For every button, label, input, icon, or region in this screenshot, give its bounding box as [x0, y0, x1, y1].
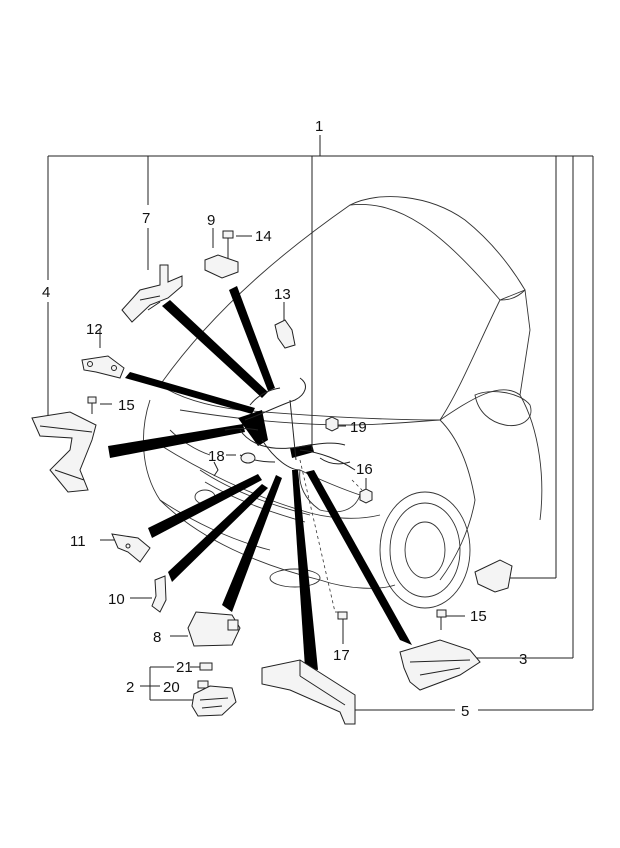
- part-10-bracket: [151, 575, 167, 613]
- part-17-bolt: [337, 611, 348, 630]
- callout-15a: 15: [118, 397, 135, 414]
- callout-labels: 1 4 7 9 14 13 12 15 19 18 16 11 10 15 8 …: [42, 118, 527, 720]
- part-9-clip: [204, 230, 239, 279]
- pointer-7: [162, 300, 268, 398]
- part-3-bracket: [399, 639, 481, 691]
- part-21-clip: [199, 662, 213, 671]
- callout-2: 2: [126, 679, 134, 696]
- pointer-3: [306, 470, 412, 645]
- part-6-bracket: [474, 559, 513, 593]
- callout-13: 13: [274, 286, 291, 303]
- pointer-12: [125, 372, 255, 414]
- callout-15b: 15: [470, 608, 487, 625]
- callout-1: 1: [315, 118, 323, 135]
- pointer-4: [108, 424, 245, 458]
- callout-18: 18: [208, 448, 225, 465]
- part-2-relay-box: [191, 685, 237, 717]
- part-15b-bolt: [436, 609, 447, 630]
- pointer-9: [229, 286, 275, 391]
- callout-17: 17: [333, 647, 350, 664]
- wiring-harness: [224, 377, 356, 471]
- part-20-clip: [197, 680, 209, 689]
- callout-5: 5: [461, 703, 469, 720]
- part-7-bracket: [121, 264, 183, 323]
- callout-9: 9: [207, 212, 215, 229]
- leader-lines: [47, 135, 594, 711]
- part-19-nut: [325, 416, 339, 432]
- callout-11: 11: [70, 533, 86, 550]
- part-13-bracket: [274, 319, 296, 349]
- pointer-8: [222, 475, 282, 612]
- pointer-center: [238, 410, 268, 446]
- callout-14: 14: [255, 228, 272, 245]
- callout-12: 12: [86, 321, 103, 338]
- part-15a-bolt: [87, 396, 97, 414]
- harness-pointers: [108, 286, 412, 670]
- part-16-nut: [359, 488, 373, 504]
- pointer-5: [292, 470, 318, 670]
- callout-10: 10: [108, 591, 125, 608]
- callout-21: 21: [176, 659, 193, 676]
- pointer-11: [148, 474, 262, 538]
- callout-3: 3: [519, 651, 527, 668]
- callout-8: 8: [153, 629, 161, 646]
- callout-16: 16: [356, 461, 373, 478]
- callout-7: 7: [142, 210, 150, 227]
- part-4-bracket: [31, 411, 97, 493]
- callout-4: 4: [42, 284, 50, 301]
- callout-19: 19: [350, 419, 367, 436]
- part-18-grommet: [213, 452, 256, 477]
- part-8-module: [187, 611, 241, 647]
- part-5-duct: [261, 659, 356, 725]
- part-11-bracket: [111, 533, 151, 563]
- callout-20: 20: [163, 679, 180, 696]
- part-12-bracket: [81, 355, 125, 379]
- pointer-10: [168, 484, 268, 582]
